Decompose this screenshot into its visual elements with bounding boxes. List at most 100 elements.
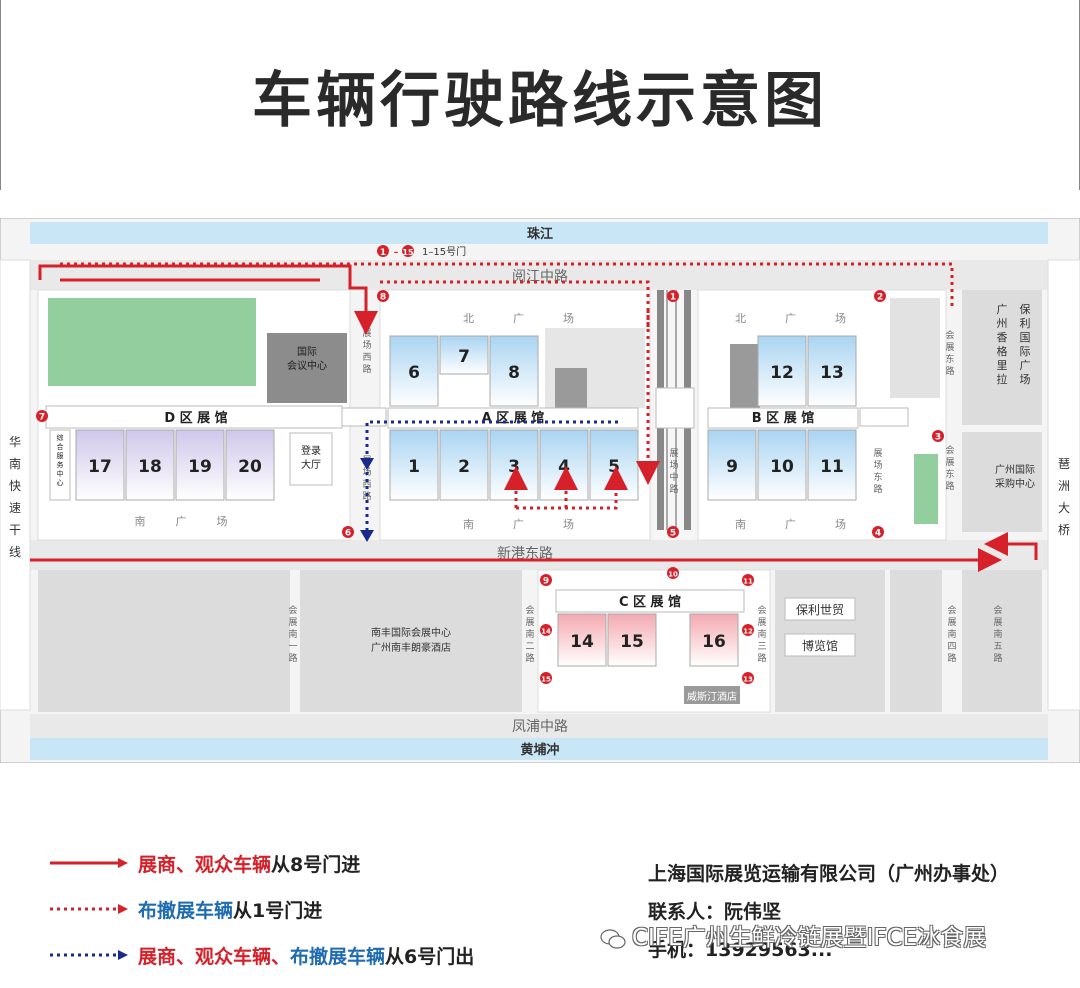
expo-hall-label: 博览馆	[802, 638, 838, 653]
gate-number: 12	[743, 628, 753, 636]
company-info: 上海国际展览运输有限公司（广州办事处） 联系人：阮伟坚 手机：13929563.…	[648, 855, 1009, 969]
west-expressway-label: 华南快速干线	[9, 435, 21, 559]
contact-name: 阮伟坚	[724, 901, 782, 923]
river-north-label: 珠江	[527, 226, 553, 242]
hall-number: 6	[408, 363, 420, 383]
conference-center	[267, 333, 347, 403]
nanfeng-label-2: 广州南丰朗豪酒店	[371, 641, 451, 654]
gate-badge	[540, 574, 552, 586]
hall-number: 3	[508, 457, 520, 477]
legend-dotted-red-arrow	[50, 904, 128, 914]
service-center-label: 综合服务中心	[57, 433, 64, 487]
road-north-label: 阅江中路	[512, 269, 568, 285]
page-title: 车辆行驶路线示意图	[252, 66, 828, 136]
gate-number: 1	[670, 293, 676, 303]
zhanchang-middle-label: 展场中路	[669, 448, 678, 495]
watermark: CIFE广州生鲜冷链展暨IFCE冰食展	[600, 918, 986, 952]
hall-number: 12	[770, 363, 794, 383]
east-bridge-label: 琶洲大桥	[1058, 457, 1070, 537]
exhibition-hall	[707, 429, 757, 501]
hall-number: 19	[188, 457, 212, 477]
road-south-label: 凤浦中路	[512, 719, 568, 735]
svg-text:南: 南	[735, 518, 746, 531]
gate-number: 4	[875, 529, 881, 539]
huizhan-south-5-label: 会展南五路	[993, 604, 1002, 664]
gate-badge	[36, 410, 48, 422]
hall-number: 13	[820, 363, 844, 383]
route-setup-dotted	[60, 262, 954, 510]
hall-number: 11	[820, 457, 844, 477]
registration-hall	[289, 432, 333, 486]
gate-badge	[742, 574, 754, 586]
hall-number: 15	[620, 632, 644, 652]
poly-plaza-label: 保利国际广场	[1020, 302, 1031, 386]
exhibition-hall	[557, 613, 607, 667]
exhibition-hall	[75, 429, 125, 501]
svg-text:广: 广	[513, 518, 524, 531]
hall-number: 5	[608, 457, 620, 477]
gate-number: 11	[743, 578, 753, 586]
purchasing-label: 广州国际采购中心	[995, 464, 1035, 490]
legend-solid-red-arrow	[50, 858, 128, 868]
svg-text:北: 北	[735, 312, 746, 325]
svg-text:广: 广	[785, 312, 796, 325]
legend-item-exit: 展商、观众车辆、布撤展车辆从6号门出	[50, 942, 550, 988]
zone-a-label: A 区 展 馆	[482, 410, 545, 426]
huizhan-south-3-label: 会展南三路	[757, 604, 766, 664]
exhibition-hall	[389, 429, 439, 501]
gate-badge	[667, 567, 679, 579]
hall-number: 8	[508, 363, 520, 383]
legend-dotted-navy-arrow	[50, 950, 128, 960]
svg-text:广: 广	[785, 518, 796, 531]
route-exit-dotted	[360, 420, 618, 542]
gate-badge	[540, 672, 552, 684]
green-field	[48, 298, 256, 386]
river-south	[30, 738, 1048, 760]
svg-text:场: 场	[563, 517, 574, 531]
exhibition-hall	[607, 613, 657, 667]
hall-number: 7	[458, 347, 470, 367]
gate-badge	[742, 672, 754, 684]
road-south	[30, 714, 1048, 738]
legend-red-text-3: 展商、观众车辆、	[138, 946, 291, 968]
hall-number: 14	[570, 632, 594, 652]
legend-black-text-2: 从1号门进	[233, 900, 323, 922]
exhibition-hall	[389, 335, 439, 407]
gate-number: 6	[345, 529, 351, 539]
gate-number: 7	[39, 413, 45, 423]
company-name: 上海国际展览运输有限公司（广州办事处）	[648, 863, 1010, 885]
exhibition-hall	[175, 429, 225, 501]
conference-label: 国际会议中心	[287, 346, 327, 372]
phone-number: 13929563...	[705, 939, 833, 961]
gate-badge	[377, 245, 389, 257]
nanfeng-label-1: 南丰国际会展中心	[371, 626, 451, 639]
gate-number: 5	[670, 529, 676, 539]
exhibition-hall	[757, 429, 807, 501]
gate-number: 13	[743, 676, 753, 684]
plaza-north-a-2: 广	[513, 312, 524, 325]
exhibition-hall	[757, 335, 807, 407]
huizhan-south-4-label: 会展南四路	[947, 604, 956, 664]
gate-badge	[667, 526, 679, 538]
legend-item-exhibitor: 展商、观众车辆从8号门进	[50, 850, 550, 896]
exhibition-hall	[689, 613, 739, 667]
gate-badge	[742, 624, 754, 636]
svg-text:15: 15	[402, 248, 414, 257]
plaza-north-a-1: 北	[463, 312, 474, 325]
legend-black-text-3: 从6号门出	[385, 946, 475, 968]
gate-number: 8	[380, 293, 386, 303]
exhibition-hall	[807, 429, 857, 501]
hall-number: 18	[138, 457, 162, 477]
plaza-north-a-3: 场	[563, 311, 574, 325]
route-exhibitor-solid	[30, 264, 1038, 572]
gate-badge	[377, 290, 389, 302]
gate-number: 3	[935, 433, 941, 443]
hall-number: 20	[238, 457, 262, 477]
gate-badge	[667, 290, 679, 302]
hall-number: 9	[726, 457, 738, 477]
exhibition-hall	[225, 429, 275, 501]
huizhan-south-2-label: 会展南二路	[525, 604, 534, 664]
contact-label: 联系人：	[648, 901, 725, 923]
hall-number: 16	[702, 632, 726, 652]
road-middle-label: 新港东路	[497, 546, 553, 562]
